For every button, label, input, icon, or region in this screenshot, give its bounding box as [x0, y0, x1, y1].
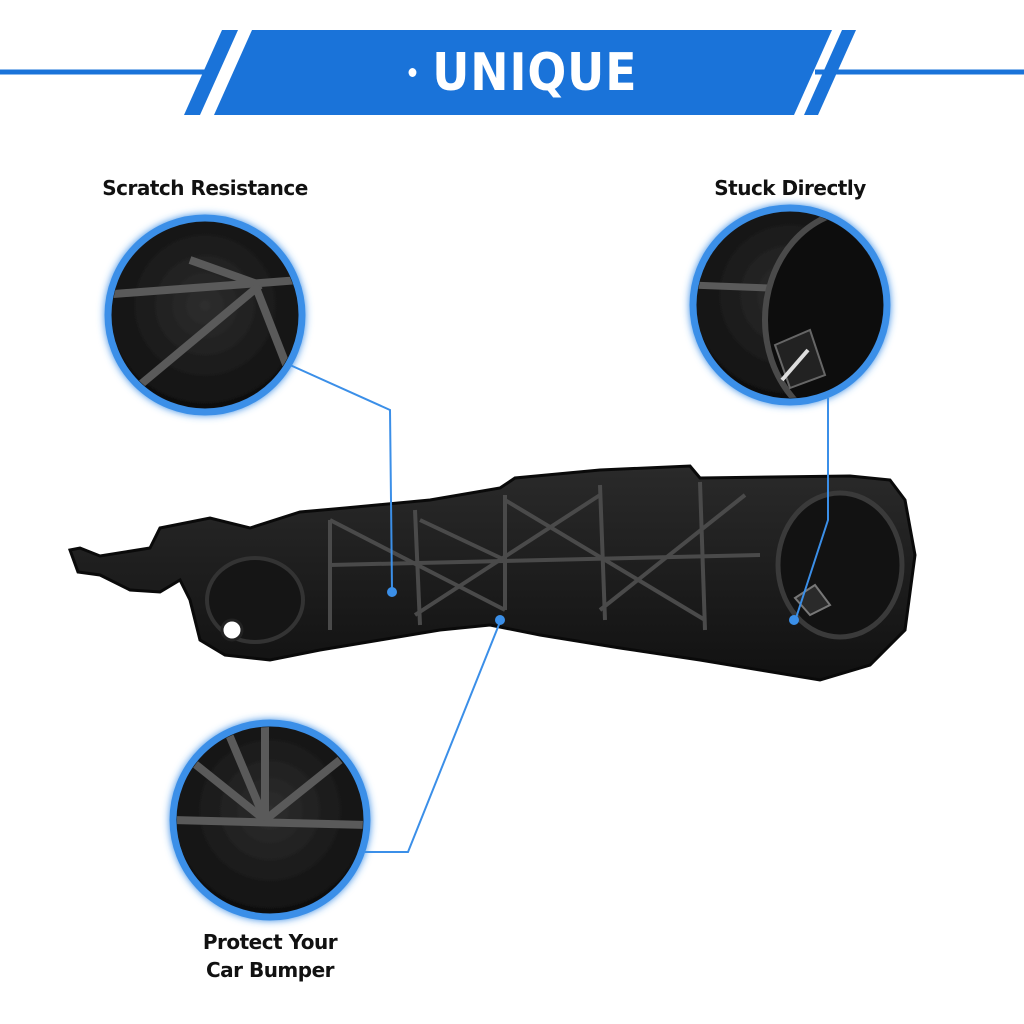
left-mount-hole [220, 618, 244, 642]
banner-title: UNIQUE BENEFITS [291, 38, 740, 173]
bullet-dot-icon [638, 137, 647, 147]
lens-stuck [689, 204, 891, 406]
lens-protect [169, 719, 371, 921]
callout-label-stuck: Stuck Directly [714, 176, 866, 200]
bumper-bracket-image [67, 464, 917, 682]
callout-connectors [289, 364, 829, 853]
connector-stuck [795, 398, 829, 619]
connector-dot-stuck [789, 615, 799, 625]
callout-label-protect-line2: Car Bumper [205, 958, 335, 982]
lens-scratch [104, 214, 306, 416]
callout-label-scratch: Scratch Resistance [102, 176, 308, 200]
bracket-ribs [328, 481, 761, 631]
banner-title-text: UNIQUE BENEFITS [367, 43, 638, 173]
connector-protect [365, 621, 501, 853]
banner [0, 30, 1024, 115]
bullet-dot-icon [408, 67, 417, 77]
connector-dot-protect [495, 615, 505, 625]
banner-shape [214, 30, 832, 115]
banner-stripe-left [184, 30, 238, 115]
callout-label-protect-line1: Protect Your [202, 930, 338, 954]
connector-dot-scratch [387, 587, 397, 597]
banner-stripe-right [804, 30, 856, 115]
connector-scratch [289, 364, 393, 591]
